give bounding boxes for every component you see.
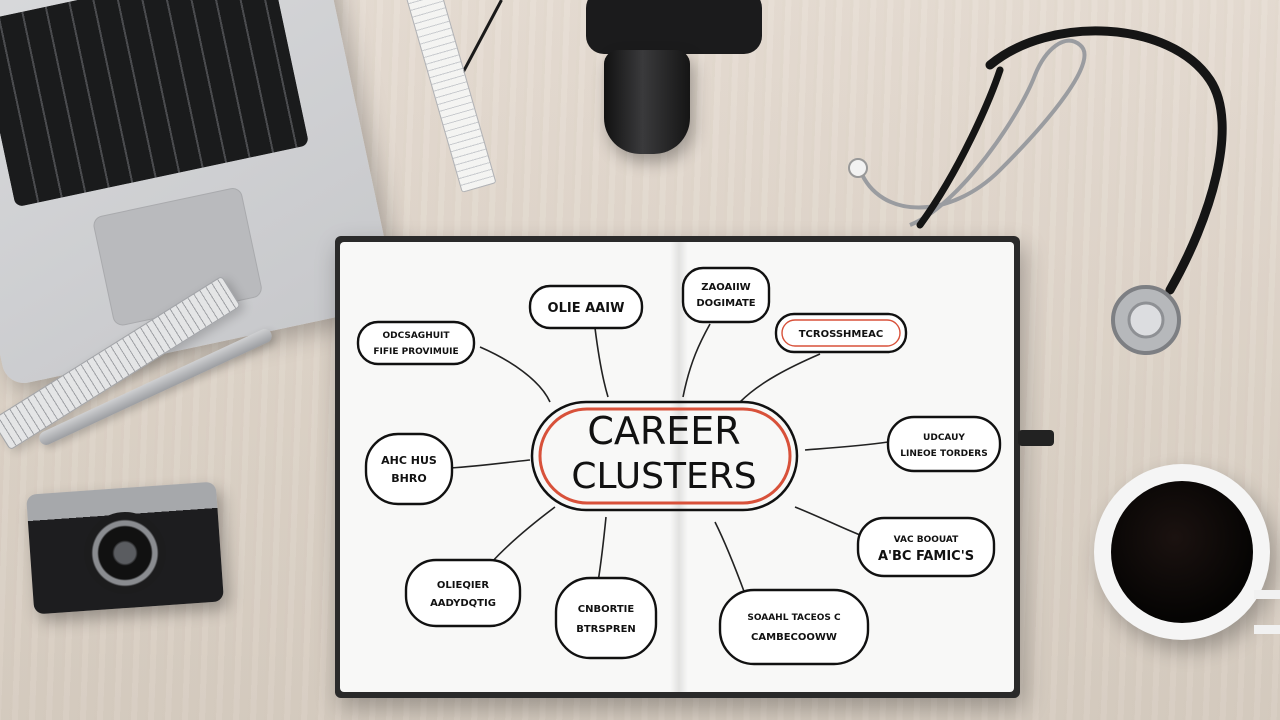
bubble-1-text: OLIE AAIW	[548, 301, 625, 316]
career-clusters-mindmap: CAREER CLUSTERS OLIE AAIW ZAOAIIW DOGIMA…	[356, 266, 1002, 666]
bubble-2-line1: ZAOAIIW	[701, 282, 750, 293]
bubble-10-line2: CAMBECOOWW	[751, 632, 837, 643]
dslr-camera-body	[586, 0, 762, 54]
bubble-7: VAC BOOUAT A'BC FAMIC'S	[856, 516, 996, 578]
bubble-2-line2: DOGIMATE	[696, 298, 755, 309]
bubble-7-line2: A'BC FAMIC'S	[878, 549, 974, 564]
connector-9	[597, 516, 607, 583]
connector-3	[739, 353, 821, 403]
bubble-6-line1: AHC HUS	[381, 454, 437, 467]
laptop-keyboard	[0, 0, 310, 208]
bubble-3-text: TCROSSHMEAC	[799, 329, 884, 340]
notebook-bookmark	[1018, 430, 1054, 446]
connector-5	[804, 441, 889, 451]
bubble-4-line2: FIFIE PROVIMUIE	[373, 347, 458, 357]
connector-7	[794, 506, 861, 536]
stethoscope	[848, 26, 1227, 355]
bubble-5-line1: UDCAUY	[923, 433, 965, 443]
bubble-5-line2: LINEOE TORDERS	[900, 449, 987, 459]
mindmap-connectors	[449, 323, 889, 595]
connector-6	[449, 459, 531, 469]
compact-camera-lens	[84, 512, 166, 594]
bubble-2: ZAOAIIW DOGIMATE	[681, 266, 771, 324]
bubble-10: SOAAHL TACEOS C CAMBECOOWW	[718, 588, 870, 666]
bubble-7-line1: VAC BOOUAT	[894, 535, 960, 545]
connector-4	[479, 346, 551, 403]
bubble-9-line1: CNBORTIE	[578, 604, 635, 615]
bubble-8: OLIEQIER AADYDQTIG	[404, 558, 522, 628]
connector-8	[489, 506, 556, 565]
ruler-top	[403, 0, 497, 193]
bubble-9: CNBORTIE BTRSPREN	[554, 576, 658, 660]
connector-10	[714, 521, 746, 595]
coffee	[1111, 481, 1253, 623]
coffee-cup-handle	[1254, 590, 1280, 634]
center-title-line1: CAREER	[587, 409, 740, 453]
bubble-1: OLIE AAIW	[528, 284, 644, 330]
bubble-3: TCROSSHMEAC	[774, 312, 908, 354]
bubble-6-line2: BHRO	[391, 472, 426, 485]
connector-2	[682, 323, 711, 398]
bubble-8-line1: OLIEQIER	[437, 580, 489, 591]
dslr-camera-lens	[604, 50, 690, 154]
connector-1	[594, 327, 609, 398]
bubble-6: AHC HUS BHRO	[364, 432, 454, 506]
central-node: CAREER CLUSTERS	[530, 400, 799, 512]
bubble-10-line1: SOAAHL TACEOS C	[747, 613, 841, 623]
notebook-gutter	[670, 242, 688, 692]
bubble-8-line2: AADYDQTIG	[430, 598, 496, 609]
bubble-5: UDCAUY LINEOE TORDERS	[886, 415, 1002, 473]
bubble-4: ODCSAGHUIT FIFIE PROVIMUIE	[356, 320, 476, 366]
center-title-line2: CLUSTERS	[571, 456, 756, 497]
bubble-4-line1: ODCSAGHUIT	[382, 331, 450, 341]
bubble-9-line2: BTRSPREN	[576, 624, 636, 635]
